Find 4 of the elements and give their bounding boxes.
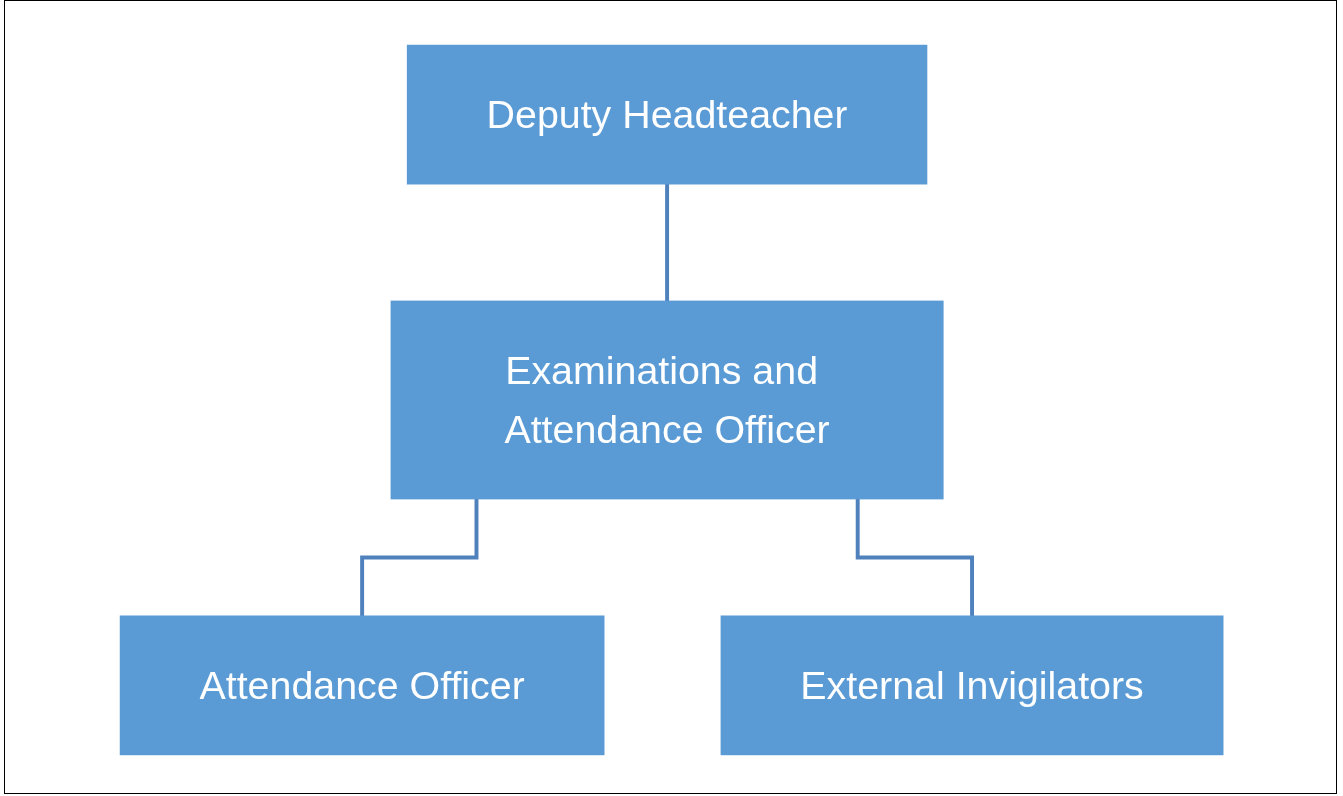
node-box: Examinations and Attendance Officer	[390, 300, 944, 500]
node-box: External Invigilators	[720, 615, 1224, 756]
node-box: Deputy Headteacher	[406, 44, 928, 185]
node-box: Attendance Officer	[119, 615, 605, 756]
